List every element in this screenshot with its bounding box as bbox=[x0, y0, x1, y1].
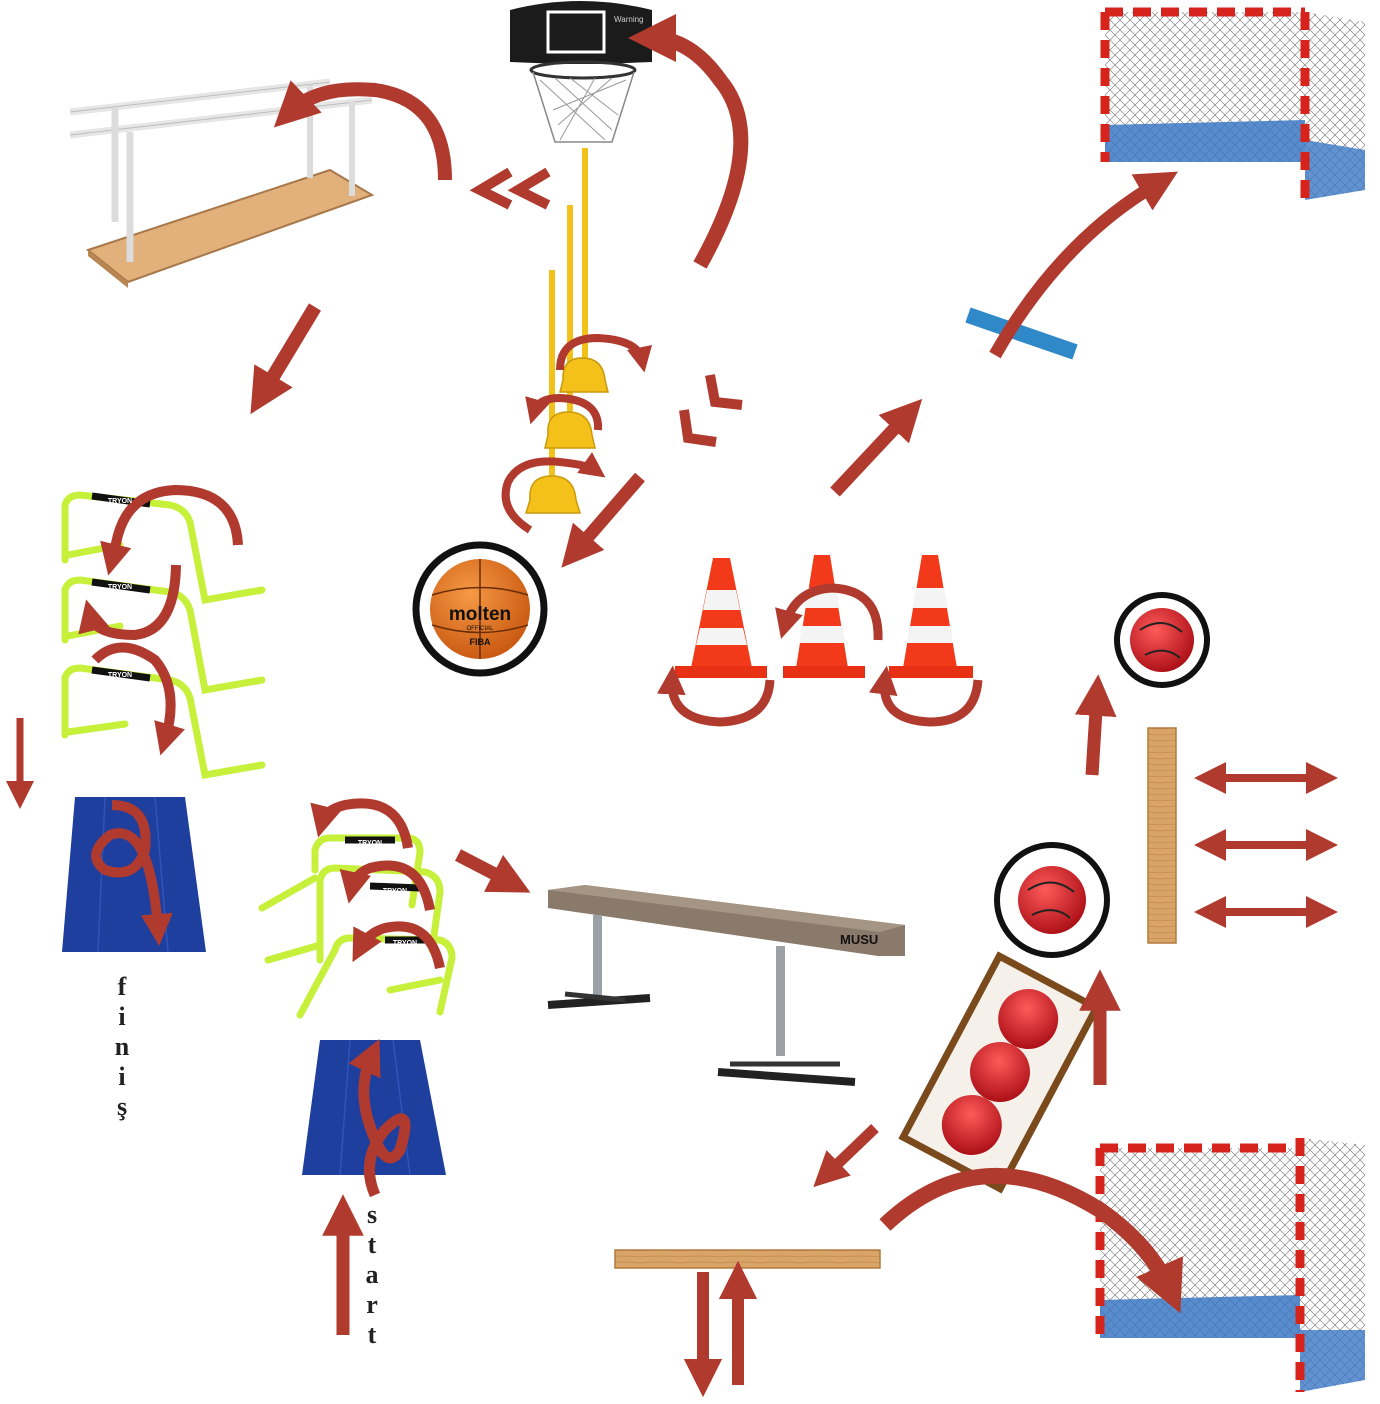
basketball-hoop-icon: Warning bbox=[510, 1, 652, 142]
finish-letter: ş bbox=[107, 1092, 137, 1122]
football-icon bbox=[997, 845, 1107, 955]
basketball-sub-text: OFFICIAL bbox=[466, 626, 494, 632]
finish-letter: i bbox=[107, 1062, 137, 1092]
beam-brand-text: MUSU bbox=[840, 932, 878, 947]
backboard-warning-text: Warning bbox=[614, 15, 644, 24]
basketball-logo-text: molten bbox=[449, 604, 511, 625]
balance-beam-icon: MUSU bbox=[548, 885, 905, 1082]
hurdle-brand-text: TRYON bbox=[108, 584, 132, 591]
parallel-bars-icon bbox=[70, 82, 372, 288]
wooden-plank-icon bbox=[615, 1250, 880, 1268]
hurdle-brand-text: TRYON bbox=[108, 498, 132, 505]
basketball-icon: molten OFFICIAL FIBA bbox=[416, 545, 544, 673]
handball-goal-icon bbox=[1105, 12, 1365, 200]
ball-crate-icon bbox=[903, 956, 1096, 1189]
gym-mat-icon bbox=[62, 797, 206, 952]
football-icon bbox=[1117, 595, 1207, 685]
finish-letter: n bbox=[107, 1032, 137, 1062]
finish-letter: f bbox=[107, 972, 137, 1002]
start-letter: s bbox=[357, 1200, 387, 1230]
traffic-cone-icon bbox=[889, 555, 973, 678]
basketball-fiba-text: FIBA bbox=[470, 637, 491, 647]
start-letter: t bbox=[357, 1230, 387, 1260]
finish-letter: i bbox=[107, 1002, 137, 1032]
start-letter: t bbox=[357, 1320, 387, 1350]
start-letter: a bbox=[357, 1260, 387, 1290]
traffic-cone-icon bbox=[675, 558, 767, 678]
hurdle-brand-text: TRYON bbox=[393, 940, 417, 947]
hurdle-icon bbox=[262, 838, 452, 1015]
wooden-plank-icon bbox=[1148, 728, 1176, 943]
handball-goal-icon bbox=[1100, 1138, 1365, 1392]
hurdle-brand-text: TRYON bbox=[383, 888, 407, 895]
hurdle-brand-text: TRYON bbox=[358, 840, 382, 847]
hurdle-brand-text: TRYON bbox=[108, 672, 132, 679]
start-letter: r bbox=[357, 1290, 387, 1320]
traffic-cone-icon bbox=[783, 555, 865, 678]
